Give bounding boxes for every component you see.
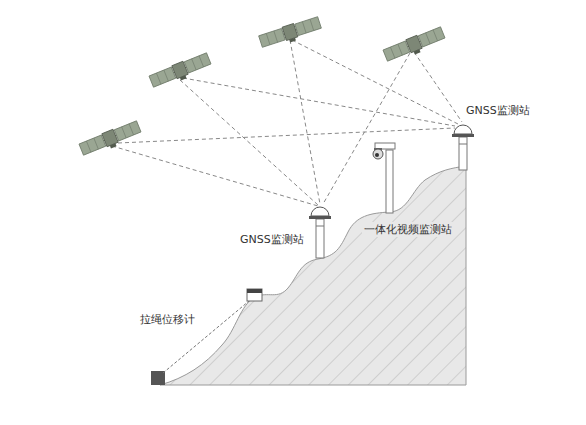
- satellite: [149, 52, 213, 91]
- station-label: GNSS监测站: [238, 232, 306, 247]
- satellite: [383, 26, 447, 65]
- satellite: [79, 120, 143, 159]
- gnss-station: [452, 125, 474, 170]
- satellite: [258, 16, 322, 51]
- station-label: 一体化视频监测站: [362, 222, 454, 237]
- sensor-label: 拉绳位移计: [138, 312, 197, 327]
- signal-lines: [112, 40, 462, 206]
- anchor-block: [151, 371, 165, 385]
- gnss-station: [309, 207, 331, 258]
- displacement-meter: [247, 289, 262, 301]
- station-label: GNSS监测站: [464, 103, 532, 118]
- video-station: [373, 143, 395, 213]
- slope: [160, 166, 466, 385]
